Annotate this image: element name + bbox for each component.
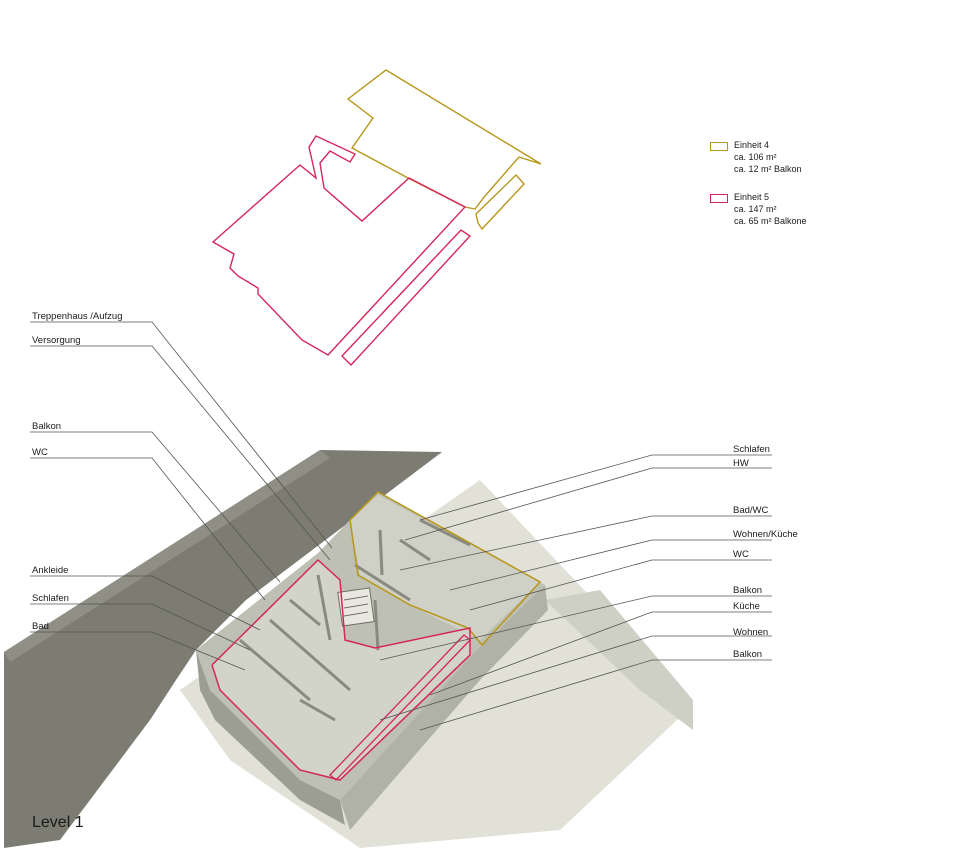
unit5-outline-3d (211, 558, 471, 781)
label-balkon-left: Balkon (32, 421, 62, 432)
label-wohnen-kueche: Wohnen/Küche (733, 529, 798, 540)
neighbor-building (4, 450, 442, 848)
legend-unit5-balcony: ca. 65 m² Balkone (734, 216, 807, 226)
building-right-face (340, 585, 548, 830)
legend: Einheit 4 ca. 106 m² ca. 12 m² Balkon Ei… (710, 140, 850, 240)
label-versorgung: Versorgung (32, 335, 81, 346)
label-balkon-right-2: Balkon (733, 649, 763, 660)
unit5-plan-balcony (341, 229, 472, 367)
label-schlafen-right: Schlafen (733, 444, 770, 455)
neighbor-building-face (4, 450, 330, 662)
unit5-floor (212, 560, 470, 780)
unit5-plan-outline (211, 135, 467, 356)
label-schlafen-left: Schlafen (32, 593, 69, 604)
unit4-outline-3d (349, 491, 542, 647)
legend-swatch-unit5 (710, 194, 728, 203)
unit4-plan-balcony (475, 173, 525, 231)
legend-unit5-name: Einheit 5 (734, 192, 770, 202)
label-hw: HW (733, 458, 749, 469)
stair-core (337, 587, 375, 627)
legend-unit4-balcony: ca. 12 m² Balkon (734, 164, 802, 174)
level-label: Level 1 (32, 814, 84, 831)
label-balkon-right-1: Balkon (733, 585, 763, 596)
unit5-balcony-3d (329, 634, 471, 781)
legend-unit5-area: ca. 147 m² (734, 204, 777, 214)
label-wc-left: WC (32, 447, 48, 458)
label-bad: Bad (32, 621, 49, 632)
label-wc-right: WC (733, 549, 749, 560)
label-wohnen: Wohnen (733, 627, 769, 638)
legend-unit4-area: ca. 106 m² (734, 152, 777, 162)
label-bad-wc: Bad/WC (733, 505, 769, 516)
label-kueche: Küche (733, 601, 760, 612)
interior-walls (239, 518, 471, 722)
label-treppenhaus: Treppenhaus /Aufzug (32, 311, 123, 322)
label-ankleide: Ankleide (32, 565, 69, 576)
unit4-plan-outline (346, 69, 542, 210)
building-front-face (196, 650, 345, 825)
leaders-left (30, 321, 333, 671)
legend-unit4-name: Einheit 4 (734, 140, 770, 150)
legend-swatch-unit4 (710, 142, 728, 151)
leaders-right (379, 454, 772, 731)
right-street (545, 590, 693, 730)
